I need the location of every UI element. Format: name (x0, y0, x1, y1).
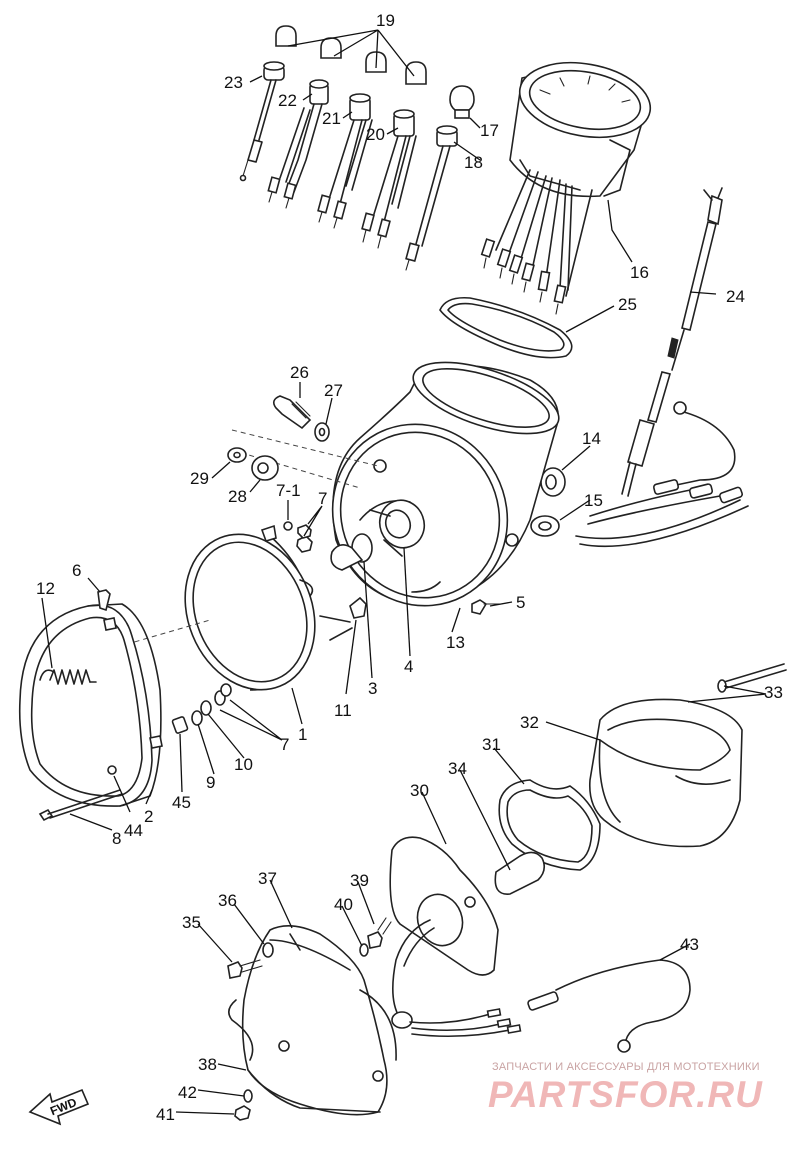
callout-13: 13 (446, 633, 465, 652)
callout-11: 11 (334, 701, 352, 720)
callout-39: 39 (350, 871, 369, 890)
ground-wire-43 (527, 959, 691, 1053)
bolt-33 (717, 663, 787, 693)
nut-41 (234, 1105, 251, 1121)
callout-20: 20 (366, 125, 385, 144)
callout-9: 9 (206, 773, 215, 792)
callout-8: 8 (112, 829, 121, 848)
callout-28: 28 (228, 487, 247, 506)
headlight-unit-1 (99, 524, 353, 691)
callout-38: 38 (198, 1055, 217, 1074)
callout-44: 44 (124, 821, 143, 840)
washer-29 (227, 447, 247, 463)
spacer-45 (171, 716, 189, 734)
callout-7-1: 7-1 (276, 481, 301, 500)
callout-40: 40 (334, 895, 353, 914)
callout-43: 43 (680, 935, 699, 954)
bulb-34 (494, 851, 546, 895)
nut-7-1 (283, 521, 313, 553)
callout-31: 31 (482, 735, 501, 754)
washer-27 (314, 422, 330, 442)
callout-25: 25 (618, 295, 637, 314)
callout-45: 45 (172, 793, 191, 812)
callout-35: 35 (182, 913, 201, 932)
grommet-14 (540, 467, 566, 497)
nut-10 (200, 683, 232, 716)
callout-7b: 7 (280, 735, 289, 754)
callout-4: 4 (404, 657, 413, 676)
socket-21 (317, 93, 373, 229)
callout-2: 2 (144, 807, 153, 826)
washer-40 (359, 943, 369, 957)
headlight-rim-2 (18, 603, 163, 807)
callout-32: 32 (520, 713, 539, 732)
callout-41: 41 (156, 1105, 175, 1124)
screw-5 (471, 599, 503, 615)
washer-9 (191, 710, 203, 726)
callout-27: 27 (324, 381, 343, 400)
callout-5: 5 (516, 593, 525, 612)
callout-37: 37 (258, 869, 277, 888)
callout-42: 42 (178, 1083, 197, 1102)
bracket-11 (349, 596, 367, 619)
gasket-ring-25 (439, 296, 573, 359)
callout-36: 36 (218, 891, 237, 910)
callout-14: 14 (582, 429, 601, 448)
callout-6: 6 (72, 561, 81, 580)
callout-23: 23 (224, 73, 243, 92)
callout-22: 22 (278, 91, 297, 110)
bulb-socket-4 (369, 499, 426, 557)
bolt-39 (367, 917, 392, 949)
watermark-tagline: ЗАПЧАСТИ И АКСЕССУАРЫ ДЛЯ МОТОТЕХНИКИ (492, 1061, 760, 1073)
callout-16: 16 (630, 263, 649, 282)
callout-15: 15 (584, 491, 603, 510)
socket-22 (267, 79, 329, 209)
callout-17: 17 (480, 121, 499, 140)
socket-20 (361, 109, 417, 249)
callout-24: 24 (726, 287, 745, 306)
callout-12: 12 (36, 579, 55, 598)
lens-32 (588, 698, 743, 848)
grommet-15 (530, 515, 560, 537)
socket-18 (405, 125, 458, 271)
socket-23 (239, 61, 285, 182)
bracket-37 (228, 925, 397, 1116)
callout-19: 19 (376, 11, 395, 30)
callout-26: 26 (290, 363, 309, 382)
callout-30: 30 (410, 781, 429, 800)
watermark-logo: PARTSFOR.RU (488, 1074, 763, 1115)
callout-1: 1 (298, 725, 307, 744)
fwd-label: FWD (48, 1095, 79, 1118)
speedometer-16 (480, 61, 652, 315)
spring-12 (39, 669, 97, 685)
callout-7a: 7 (318, 489, 327, 508)
callout-18: 18 (464, 153, 483, 172)
wires-30 (391, 1008, 522, 1038)
bulb-17 (449, 85, 475, 119)
washer-36 (262, 942, 274, 958)
callout-10: 10 (234, 755, 253, 774)
collar-28 (251, 455, 279, 481)
base-plate-30 (389, 836, 499, 1019)
fwd-arrow-icon: FWD (28, 1088, 90, 1126)
callout-labels: 19 23 22 21 20 17 18 16 24 25 26 27 29 2… (36, 11, 783, 1124)
screw-6 (97, 589, 111, 612)
washer-42 (243, 1089, 253, 1103)
callout-29: 29 (190, 469, 209, 488)
speedometer-cable-24 (621, 187, 723, 497)
headlight-bulb-3 (330, 533, 373, 571)
callout-33: 33 (764, 683, 783, 702)
screw-8 (38, 789, 123, 822)
callout-21: 21 (322, 109, 341, 128)
bolt-35 (227, 959, 263, 979)
leader-lines (41, 29, 767, 1115)
wire-harness (575, 401, 749, 548)
callout-34: 34 (448, 759, 467, 778)
bolt-26 (272, 395, 312, 430)
callout-3: 3 (368, 679, 377, 698)
gasket-31 (498, 779, 601, 871)
